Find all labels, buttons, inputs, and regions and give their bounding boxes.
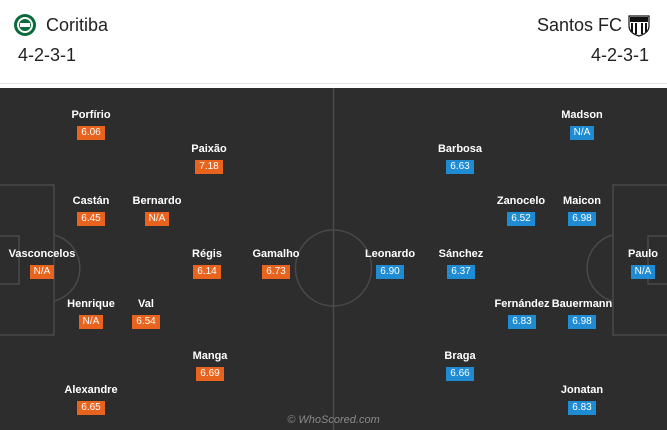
- player-henrique[interactable]: Henrique N/A: [51, 298, 131, 329]
- away-formation: 4-2-3-1: [590, 45, 649, 65]
- player-name: Madson: [561, 109, 603, 121]
- pitch: Vasconcelos N/A Porfírio 6.06 Castán 6.4…: [0, 88, 667, 430]
- player-fernandez[interactable]: Fernández 6.83: [482, 298, 562, 329]
- player-rating: N/A: [29, 265, 55, 279]
- pitch-markings: [0, 88, 667, 430]
- player-name: Zanocelo: [496, 195, 546, 207]
- watermark: © WhoScored.com: [287, 414, 380, 426]
- player-name: Jonatan: [560, 384, 604, 396]
- player-rating: 6.37: [447, 265, 475, 279]
- player-name: Val: [138, 298, 154, 310]
- player-rating: 6.63: [446, 160, 474, 174]
- player-sanchez[interactable]: Sánchez 6.37: [421, 248, 501, 279]
- santos-crest-icon[interactable]: [627, 13, 651, 37]
- player-rating: 7.18: [195, 160, 223, 174]
- player-rating: 6.90: [376, 265, 404, 279]
- player-name: Braga: [444, 350, 476, 362]
- player-name: Fernández: [494, 298, 550, 310]
- player-barbosa[interactable]: Barbosa 6.63: [420, 143, 500, 174]
- player-name: Gamalho: [252, 248, 300, 260]
- player-name: Paixão: [191, 143, 227, 155]
- match-header: Coritiba 4-2-3-1 Santos FC 4-2-3-1: [0, 0, 667, 82]
- player-name: Bernardo: [132, 195, 182, 207]
- player-name: Barbosa: [437, 143, 483, 155]
- away-team-name[interactable]: Santos FC: [536, 15, 622, 35]
- player-rating: 6.14: [193, 265, 221, 279]
- home-team-name[interactable]: Coritiba: [46, 15, 109, 35]
- header-divider: [0, 83, 667, 84]
- player-vasconcelos[interactable]: Vasconcelos N/A: [2, 248, 82, 279]
- player-madson[interactable]: Madson N/A: [542, 109, 622, 140]
- player-rating: 6.98: [568, 212, 596, 226]
- player-name: Paulo: [628, 248, 658, 260]
- player-name: Alexandre: [64, 384, 118, 396]
- player-name: Bauermann: [551, 298, 613, 310]
- player-zanocelo[interactable]: Zanocelo 6.52: [481, 195, 561, 226]
- player-name: Manga: [192, 350, 228, 362]
- player-rating: 6.83: [568, 401, 596, 415]
- player-rating: 6.66: [446, 367, 474, 381]
- player-regis[interactable]: Régis 6.14: [167, 248, 247, 279]
- player-manga[interactable]: Manga 6.69: [170, 350, 250, 381]
- player-name: Leonardo: [364, 248, 416, 260]
- coritiba-crest-icon[interactable]: [13, 13, 37, 37]
- player-val[interactable]: Val 6.54: [106, 298, 186, 329]
- player-leonardo[interactable]: Leonardo 6.90: [350, 248, 430, 279]
- player-rating: 6.06: [77, 126, 105, 140]
- player-jonatan[interactable]: Jonatan 6.83: [542, 384, 622, 415]
- player-rating: 6.54: [132, 315, 160, 329]
- player-name: Maicon: [563, 195, 601, 207]
- player-name: Porfírio: [71, 109, 111, 121]
- player-name: Régis: [192, 248, 222, 260]
- player-castan[interactable]: Castán 6.45: [51, 195, 131, 226]
- player-rating: N/A: [630, 265, 656, 279]
- player-gamalho[interactable]: Gamalho 6.73: [236, 248, 316, 279]
- player-paulo[interactable]: Paulo N/A: [603, 248, 667, 279]
- player-porfirio[interactable]: Porfírio 6.06: [51, 109, 131, 140]
- player-braga[interactable]: Braga 6.66: [420, 350, 500, 381]
- player-rating: N/A: [78, 315, 104, 329]
- player-rating: 6.65: [77, 401, 105, 415]
- player-maicon[interactable]: Maicon 6.98: [542, 195, 622, 226]
- player-name: Castán: [72, 195, 110, 207]
- player-rating: N/A: [569, 126, 595, 140]
- player-paixao[interactable]: Paixão 7.18: [169, 143, 249, 174]
- player-rating: 6.52: [507, 212, 535, 226]
- player-name: Vasconcelos: [8, 248, 76, 260]
- player-name: Sánchez: [438, 248, 484, 260]
- player-rating: 6.98: [568, 315, 596, 329]
- player-rating: 6.83: [508, 315, 536, 329]
- player-rating: N/A: [144, 212, 170, 226]
- player-bernardo[interactable]: Bernardo N/A: [117, 195, 197, 226]
- player-bauermann[interactable]: Bauermann 6.98: [542, 298, 622, 329]
- player-name: Henrique: [67, 298, 115, 310]
- player-rating: 6.45: [77, 212, 105, 226]
- player-rating: 6.73: [262, 265, 290, 279]
- player-alexandre[interactable]: Alexandre 6.65: [51, 384, 131, 415]
- player-rating: 6.69: [196, 367, 224, 381]
- home-formation: 4-2-3-1: [18, 45, 77, 65]
